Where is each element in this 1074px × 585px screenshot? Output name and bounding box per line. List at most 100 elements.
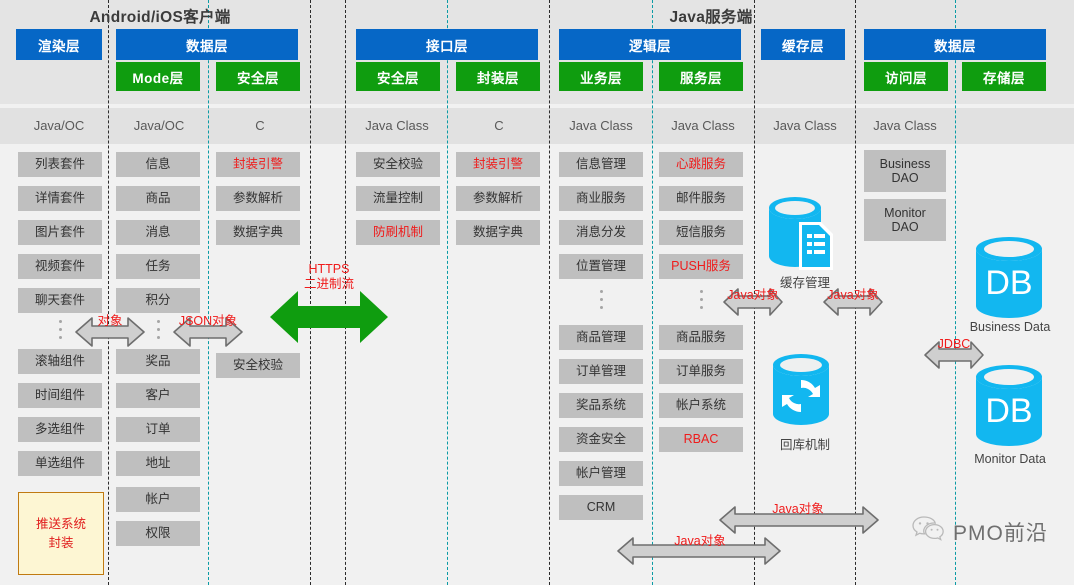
monitor-db-icon: DB <box>972 364 1046 453</box>
module-box[interactable]: 权限 <box>116 521 200 546</box>
svg-text:DB: DB <box>985 392 1032 430</box>
module-box[interactable]: 信息管理 <box>559 152 643 177</box>
module-box[interactable]: 奖品 <box>116 349 200 374</box>
layer-bar-mode: Mode层 <box>116 62 200 91</box>
sync-label: 回库机制 <box>779 438 830 452</box>
arrow-java-object-long-1 <box>718 505 880 535</box>
module-box[interactable]: 参数解析 <box>456 186 540 211</box>
module-box[interactable]: 数据字典 <box>456 220 540 245</box>
arrow-object <box>74 315 146 349</box>
layer-bar-logic: 逻辑层 <box>559 29 741 60</box>
module-box[interactable]: 帐户 <box>116 487 200 512</box>
module-box[interactable]: 安全校验 <box>216 353 300 378</box>
arrow-label-java-object-2: Java对象 <box>827 288 879 302</box>
monitor-db-label: Monitor Data <box>974 452 1046 466</box>
module-box[interactable]: 邮件服务 <box>659 186 743 211</box>
arrow-label-java-object-long-2: Java对象 <box>674 534 726 548</box>
module-box[interactable]: 时间组件 <box>18 383 102 408</box>
push-system-line1: 推送系统 <box>35 517 86 532</box>
separator-server-2 <box>549 0 550 585</box>
module-box[interactable]: 信息 <box>116 152 200 177</box>
module-box[interactable]: 详情套件 <box>18 186 102 211</box>
module-box[interactable]: 订单服务 <box>659 359 743 384</box>
lang-label-6: Java Class <box>671 118 735 133</box>
brand-name: PMO前沿 <box>953 521 1048 545</box>
lang-label-3: Java Class <box>365 118 429 133</box>
module-box[interactable]: 聊天套件 <box>18 288 102 313</box>
module-box[interactable]: 商业服务 <box>559 186 643 211</box>
module-box[interactable]: 订单管理 <box>559 359 643 384</box>
module-box[interactable]: RBAC <box>659 427 743 452</box>
ellipsis-service <box>699 285 703 313</box>
layer-bar-cache: 缓存层 <box>761 29 845 60</box>
module-box[interactable]: 列表套件 <box>18 152 102 177</box>
ellipsis-business <box>599 285 603 313</box>
arrow-label-java-object-1: Java对象 <box>727 288 779 302</box>
layer-bar-api: 接口层 <box>356 29 538 60</box>
arrow-https <box>268 288 390 346</box>
module-box[interactable]: 视频套件 <box>18 254 102 279</box>
module-box[interactable]: 帐户系统 <box>659 393 743 418</box>
separator-client-1 <box>108 0 109 585</box>
separator-server-6 <box>955 0 956 585</box>
layer-bar-storage: 存储层 <box>962 62 1046 91</box>
module-box[interactable]: 流量控制 <box>356 186 440 211</box>
ellipsis-render <box>58 315 62 343</box>
module-box[interactable]: 帐户管理 <box>559 461 643 486</box>
module-box[interactable]: PUSH服务 <box>659 254 743 279</box>
module-box[interactable]: 位置管理 <box>559 254 643 279</box>
separator-server-3 <box>652 0 653 585</box>
module-box[interactable]: 消息分发 <box>559 220 643 245</box>
module-box[interactable]: 封装引警 <box>216 152 300 177</box>
module-box-monitor-dao[interactable]: Monitor DAO <box>864 199 946 241</box>
module-box[interactable]: 多选组件 <box>18 417 102 442</box>
module-box[interactable]: 图片套件 <box>18 220 102 245</box>
ellipsis-mode <box>156 315 160 343</box>
layer-bar-render: 渲染层 <box>16 29 102 60</box>
module-box[interactable]: 订单 <box>116 417 200 442</box>
separator-client-2 <box>208 0 209 585</box>
module-box[interactable]: 消息 <box>116 220 200 245</box>
lang-label-1: Java/OC <box>133 118 185 133</box>
module-box[interactable]: 任务 <box>116 254 200 279</box>
arrow-json-object <box>172 315 244 349</box>
layer-bar-api-security: 安全层 <box>356 62 440 91</box>
module-box[interactable]: 奖品系统 <box>559 393 643 418</box>
push-system-package-box[interactable]: 推送系统 封装 <box>18 492 104 575</box>
lang-label-5: Java Class <box>569 118 633 133</box>
module-box[interactable]: 商品管理 <box>559 325 643 350</box>
module-box[interactable]: 防刷机制 <box>356 220 440 245</box>
module-box[interactable]: 短信服务 <box>659 220 743 245</box>
module-box[interactable]: 滚轴组件 <box>18 349 102 374</box>
module-box[interactable]: 商品 <box>116 186 200 211</box>
lang-label-8: Java Class <box>873 118 937 133</box>
module-box[interactable]: 单选组件 <box>18 451 102 476</box>
module-box[interactable]: 商品服务 <box>659 325 743 350</box>
arrow-label-json-object: JSON对象 <box>178 314 238 328</box>
arrow-label-java-object-long-1: Java对象 <box>772 502 824 516</box>
module-box[interactable]: CRM <box>559 495 643 520</box>
module-box[interactable]: 心跳服务 <box>659 152 743 177</box>
monitor-dao-line2: DAO <box>891 220 919 234</box>
module-box[interactable]: 数据字典 <box>216 220 300 245</box>
cache-label: 缓存管理 <box>779 276 830 290</box>
cache-database-icon <box>765 194 837 279</box>
module-box[interactable]: 参数解析 <box>216 186 300 211</box>
layer-bar-business: 业务层 <box>559 62 643 91</box>
svg-text:DB: DB <box>985 264 1032 302</box>
module-box[interactable]: 安全校验 <box>356 152 440 177</box>
module-box[interactable]: 地址 <box>116 451 200 476</box>
module-box[interactable]: 资金安全 <box>559 427 643 452</box>
lang-label-2: C <box>255 118 265 133</box>
business-db-icon: DB <box>972 236 1046 325</box>
arrow-jdbc <box>923 340 985 370</box>
brand-watermark: PMO前沿 <box>912 515 1048 548</box>
module-box-business-dao[interactable]: Business DAO <box>864 150 946 192</box>
module-box[interactable]: 积分 <box>116 288 200 313</box>
monitor-dao-line1: Monitor <box>884 205 926 220</box>
layer-bar-service: 服务层 <box>659 62 743 91</box>
module-box[interactable]: 客户 <box>116 383 200 408</box>
https-line1: HTTPS <box>308 262 350 276</box>
module-box[interactable]: 封装引警 <box>456 152 540 177</box>
wechat-icon <box>912 515 946 548</box>
